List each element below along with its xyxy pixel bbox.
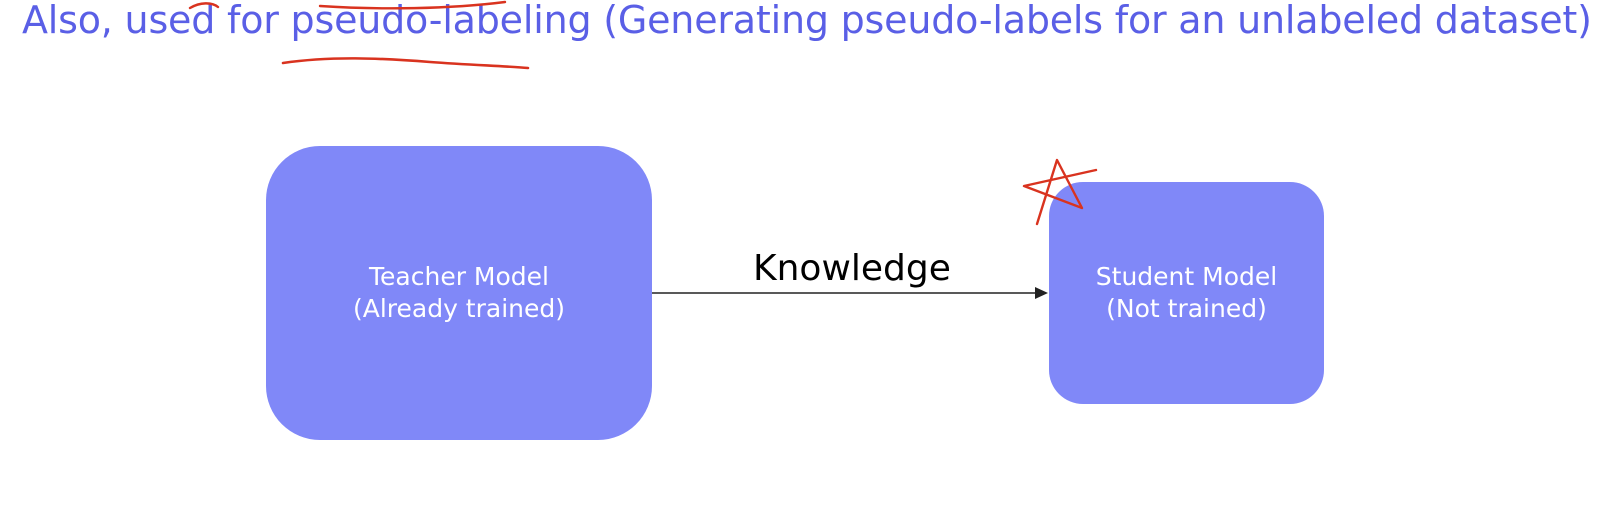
teacher-model-title: Teacher Model [369,262,549,291]
annotation-underline [281,57,530,70]
student-model-title: Student Model [1095,262,1278,291]
teacher-model-subtitle: (Already trained) [352,294,566,323]
slide-heading: Also, used for pseudo-labeling (Generati… [22,0,1592,42]
teacher-model-label: Teacher Model (Already trained) [353,261,565,325]
teacher-model-node: Teacher Model (Already trained) [266,146,652,440]
student-model-label: Student Model (Not trained) [1096,261,1277,325]
student-model-node: Student Model (Not trained) [1049,182,1324,404]
knowledge-edge-label: Knowledge [753,248,951,289]
knowledge-arrowhead [1035,287,1048,299]
student-model-subtitle: (Not trained) [1106,294,1267,323]
